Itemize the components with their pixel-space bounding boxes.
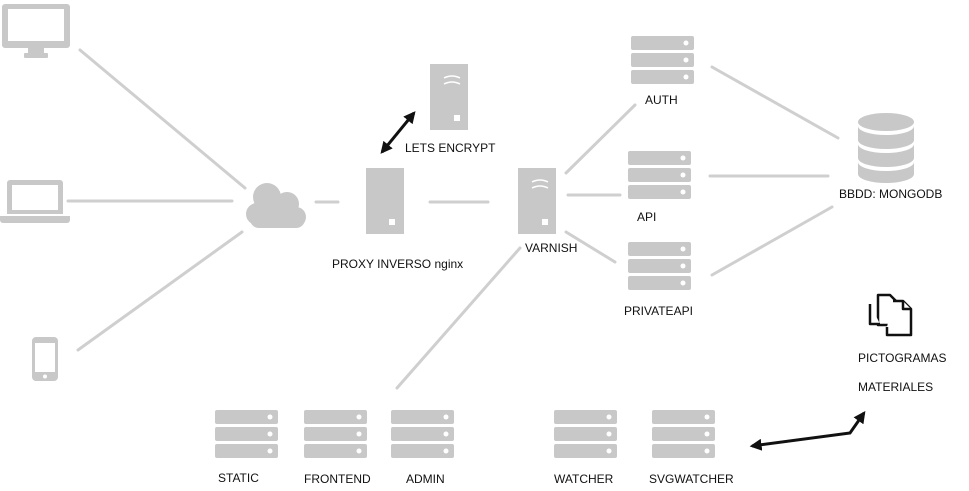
connector-varnish-static-group xyxy=(395,246,522,390)
connector-desktop-cloud xyxy=(78,48,247,190)
api-server-icon xyxy=(628,151,691,199)
phone-icon xyxy=(32,337,58,381)
documents-icon xyxy=(868,293,913,337)
frontend-label: FRONTEND xyxy=(304,472,371,486)
static-label: STATIC xyxy=(218,471,259,485)
connector-varnish-auth xyxy=(564,103,637,175)
pictogramas-label: PICTOGRAMAS xyxy=(858,351,946,365)
auth-server-icon xyxy=(631,36,694,84)
svgwatcher-server-icon xyxy=(652,410,715,458)
static-server-icon xyxy=(215,410,278,458)
proxy-label: PROXY INVERSO nginx xyxy=(332,257,463,271)
admin-label: ADMIN xyxy=(406,472,445,486)
laptop-icon xyxy=(0,180,70,223)
frontend-server-icon xyxy=(304,410,367,458)
database-label: BBDD: MONGODB xyxy=(839,187,942,201)
database-icon xyxy=(858,113,914,183)
varnish-server-icon xyxy=(518,168,556,234)
connector-varnish-privateapi xyxy=(564,230,617,264)
connector-privateapi-db xyxy=(710,205,834,277)
watcher-label: WATCHER xyxy=(554,472,614,486)
arrows xyxy=(380,111,866,451)
arrow-proxy-letsencrypt xyxy=(380,111,416,154)
watcher-server-icon xyxy=(554,410,617,458)
admin-server-icon xyxy=(391,410,454,458)
api-label: API xyxy=(637,210,656,224)
materiales-label: MATERIALES xyxy=(858,380,933,394)
privateapi-label: PRIVATEAPI xyxy=(624,304,693,318)
connectors xyxy=(66,48,840,390)
connector-phone-cloud xyxy=(76,230,244,352)
auth-label: AUTH xyxy=(645,93,678,107)
arrow-svgwatcher-pictogramas xyxy=(749,411,866,451)
varnish-label: VARNISH xyxy=(525,241,577,255)
letsencrypt-label: LETS ENCRYPT xyxy=(405,141,496,155)
privateapi-server-icon xyxy=(628,242,691,290)
letsencrypt-server-icon xyxy=(430,64,468,130)
desktop-icon xyxy=(2,4,70,58)
svgwatcher-label: SVGWATCHER xyxy=(649,472,734,486)
proxy-server-icon xyxy=(366,168,404,234)
cloud-icon xyxy=(246,183,306,228)
connector-auth-db xyxy=(710,65,840,140)
